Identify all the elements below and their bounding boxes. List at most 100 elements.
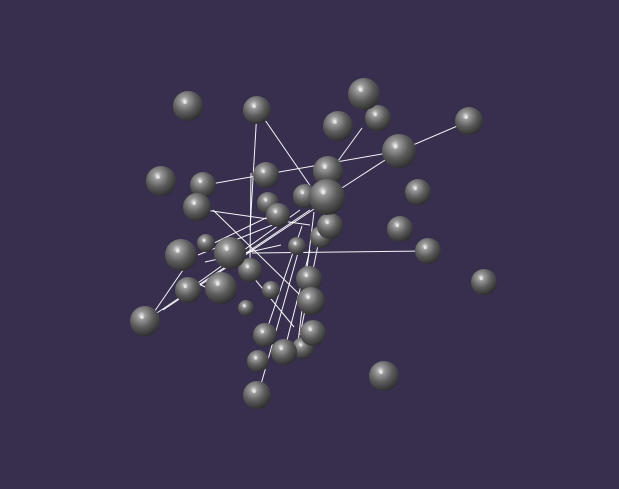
graph-node-sphere[interactable] — [415, 238, 441, 264]
graph-node-sphere[interactable] — [173, 91, 203, 121]
sphere-highlight — [183, 285, 187, 289]
graph-node-sphere[interactable] — [317, 213, 343, 239]
sphere-body — [190, 172, 216, 198]
graph-node-sphere[interactable] — [300, 320, 326, 346]
graph-node-sphere[interactable] — [309, 179, 345, 215]
sphere-body — [300, 320, 326, 346]
graph-node-sphere[interactable] — [197, 234, 215, 252]
sphere-body — [262, 281, 280, 299]
sphere-highlight — [267, 286, 271, 290]
sphere-body — [297, 287, 325, 315]
sphere-body — [253, 323, 277, 347]
sphere-body — [415, 238, 441, 264]
graph-node-sphere[interactable] — [190, 172, 216, 198]
graph-edge — [209, 214, 273, 246]
graph-node-sphere[interactable] — [348, 78, 380, 110]
sphere-highlight — [279, 347, 283, 351]
sphere-highlight — [301, 191, 305, 195]
sphere-highlight — [293, 242, 297, 246]
sphere-body — [317, 213, 343, 239]
sphere-highlight — [321, 190, 326, 195]
sphere-body — [309, 179, 345, 215]
graph-edge — [204, 209, 311, 226]
sphere-body — [266, 203, 290, 227]
sphere-highlight — [246, 265, 250, 269]
graph-node-sphere[interactable] — [455, 107, 483, 135]
graph-node-sphere[interactable] — [214, 237, 246, 269]
graph-node-sphere[interactable] — [247, 350, 269, 372]
graph-node-sphere[interactable] — [243, 381, 271, 409]
sphere-highlight — [175, 249, 180, 253]
sphere-highlight — [140, 315, 144, 320]
graph-node-sphere[interactable] — [146, 166, 176, 196]
graph-node-sphere[interactable] — [238, 300, 254, 316]
graph-node-sphere[interactable] — [405, 179, 431, 205]
sphere-body — [243, 381, 271, 409]
sphere-body — [243, 96, 271, 124]
graph-edge — [257, 245, 301, 396]
graph-node-sphere[interactable] — [288, 237, 306, 255]
sphere-body — [173, 91, 203, 121]
sphere-highlight — [325, 221, 329, 225]
sphere-highlight — [254, 356, 258, 360]
sphere-highlight — [333, 120, 337, 125]
graph-node-sphere[interactable] — [365, 105, 391, 131]
sphere-highlight — [252, 104, 256, 109]
graph-node-sphere[interactable] — [382, 134, 416, 168]
sphere-highlight — [299, 343, 303, 347]
sphere-highlight — [242, 304, 246, 308]
sphere-body — [288, 237, 306, 255]
sphere-highlight — [393, 144, 398, 149]
sphere-body — [253, 162, 279, 188]
sphere-highlight — [304, 274, 308, 278]
graph-edge — [251, 250, 429, 254]
graph-node-sphere[interactable] — [253, 162, 279, 188]
graph-node-sphere[interactable] — [266, 203, 290, 227]
graph-node-sphere[interactable] — [271, 339, 297, 365]
graph-node-sphere[interactable] — [313, 156, 343, 186]
graph-node-sphere[interactable] — [238, 258, 262, 282]
sphere-highlight — [224, 247, 229, 251]
sphere-body — [183, 193, 211, 221]
sphere-highlight — [252, 389, 256, 394]
graph-node-sphere[interactable] — [183, 193, 211, 221]
sphere-body — [175, 277, 201, 303]
sphere-highlight — [215, 282, 220, 286]
sphere-highlight — [308, 328, 312, 332]
graph-node-sphere[interactable] — [243, 96, 271, 124]
graph-node-sphere[interactable] — [323, 111, 353, 141]
sphere-body — [471, 269, 497, 295]
sphere-body — [382, 134, 416, 168]
sphere-body — [247, 350, 269, 372]
sphere-highlight — [274, 210, 278, 214]
sphere-body — [165, 239, 197, 271]
sphere-highlight — [413, 187, 417, 191]
sphere-body — [146, 166, 176, 196]
sphere-body — [271, 339, 297, 365]
sphere-body — [455, 107, 483, 135]
graph-node-sphere[interactable] — [369, 361, 399, 391]
graph-node-sphere[interactable] — [297, 287, 325, 315]
sphere-highlight — [264, 198, 268, 202]
graph-node-sphere[interactable] — [130, 306, 160, 336]
graph-node-sphere[interactable] — [387, 216, 413, 242]
graph-node-sphere[interactable] — [165, 239, 197, 271]
sphere-highlight — [183, 100, 187, 105]
sphere-body — [238, 300, 254, 316]
graph-node-sphere[interactable] — [471, 269, 497, 295]
sphere-body — [238, 258, 262, 282]
sphere-body — [197, 234, 215, 252]
graph-node-sphere[interactable] — [175, 277, 201, 303]
sphere-body — [365, 105, 391, 131]
sphere-highlight — [306, 295, 310, 300]
graph-node-sphere[interactable] — [296, 266, 322, 292]
graph-edge — [204, 150, 400, 186]
sphere-highlight — [479, 277, 483, 281]
graph-node-sphere[interactable] — [253, 323, 277, 347]
graph-node-sphere[interactable] — [205, 272, 237, 304]
sphere-highlight — [379, 370, 383, 375]
sphere-body — [214, 237, 246, 269]
graph-node-sphere[interactable] — [262, 281, 280, 299]
